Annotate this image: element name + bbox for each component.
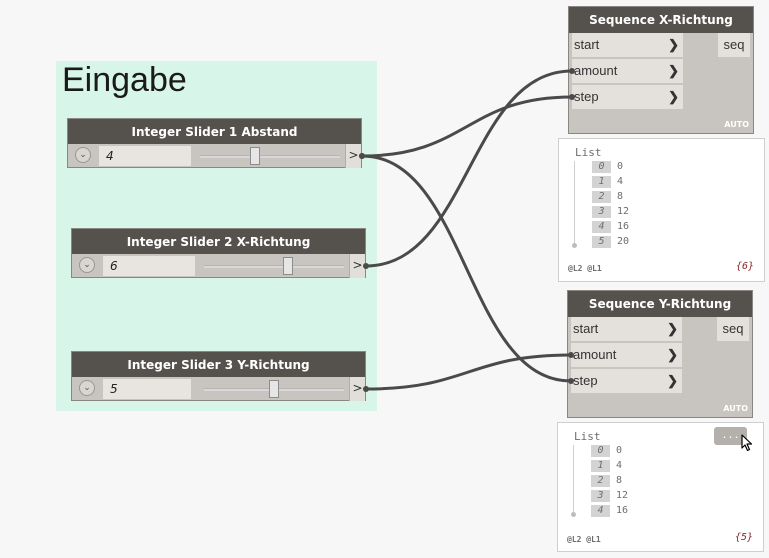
slider-track[interactable] (204, 265, 344, 268)
input-port-amount[interactable]: amount ❯ (571, 343, 682, 367)
tree-line (573, 445, 574, 514)
node-title[interactable]: Integer Slider 1 Abstand (68, 119, 361, 144)
input-port-amount[interactable]: amount ❯ (572, 59, 683, 83)
integer-slider-node-3[interactable]: Integer Slider 3 Y-Richtung ⌄ 5 > (71, 351, 366, 401)
connection-wire[interactable] (361, 154, 572, 383)
list-title: List (574, 430, 601, 443)
expand-chevron-icon[interactable]: ⌄ (79, 380, 95, 396)
slider-value-field[interactable]: 4 (99, 146, 191, 166)
input-port-start[interactable]: start ❯ (571, 317, 682, 341)
slider-value-field[interactable]: 6 (103, 256, 195, 276)
connection-wire[interactable] (365, 353, 572, 391)
node-title[interactable]: Integer Slider 2 X-Richtung (72, 229, 365, 254)
port-label: step (574, 89, 599, 104)
slider-track[interactable] (200, 155, 340, 158)
pin-icon (726, 448, 735, 458)
list-levels: @L2 @L1 (568, 264, 602, 273)
slider-output-port[interactable]: > (345, 144, 361, 168)
port-label: start (573, 321, 599, 336)
expand-chevron-icon[interactable]: ⌄ (75, 147, 91, 163)
slider-thumb[interactable] (249, 147, 260, 165)
port-chevron-icon: ❯ (668, 63, 679, 78)
port-chevron-icon: ❯ (668, 89, 679, 104)
connection-wire[interactable] (365, 69, 573, 268)
input-port-step[interactable]: step ❯ (572, 85, 683, 109)
slider-output-port[interactable]: > (349, 254, 365, 278)
port-chevron-icon: ❯ (667, 347, 678, 362)
sequence-node-x[interactable]: Sequence X-Richtung start ❯ amount ❯ ste… (568, 6, 754, 134)
tree-dot (572, 243, 577, 248)
lacing-label[interactable]: AUTO (723, 404, 748, 413)
slider-output-port[interactable]: > (349, 377, 365, 401)
mouse-pointer-icon (741, 434, 753, 452)
node-title[interactable]: Integer Slider 3 Y-Richtung (72, 352, 365, 377)
port-label: amount (574, 63, 618, 78)
integer-slider-node-2[interactable]: Integer Slider 2 X-Richtung ⌄ 6 > (71, 228, 366, 278)
tree-dot (571, 512, 576, 517)
output-port-seq[interactable]: seq (718, 33, 750, 57)
input-port-start[interactable]: start ❯ (572, 33, 683, 57)
port-label: step (573, 373, 598, 388)
list-count: {6} (735, 261, 754, 272)
port-chevron-icon: ❯ (668, 37, 679, 52)
integer-slider-node-1[interactable]: Integer Slider 1 Abstand ⌄ 4 > (67, 118, 362, 168)
lacing-label[interactable]: AUTO (724, 120, 749, 129)
slider-thumb[interactable] (283, 257, 293, 275)
connection-wire[interactable] (361, 95, 573, 158)
group-title: Eingabe (62, 61, 187, 99)
tree-line (574, 161, 575, 245)
input-port-step[interactable]: step ❯ (571, 369, 682, 393)
port-label: start (574, 37, 600, 52)
slider-value-field[interactable]: 5 (103, 379, 191, 399)
list-count: {5} (734, 532, 753, 543)
output-port-seq[interactable]: seq (717, 317, 749, 341)
pin-button[interactable]: ... (714, 427, 747, 458)
port-chevron-icon: ❯ (667, 321, 678, 336)
list-levels: @L2 @L1 (567, 535, 601, 544)
port-chevron-icon: ❯ (667, 373, 678, 388)
node-title[interactable]: Sequence Y-Richtung (568, 291, 752, 317)
node-title[interactable]: Sequence X-Richtung (569, 7, 753, 33)
expand-chevron-icon[interactable]: ⌄ (79, 257, 95, 273)
slider-thumb[interactable] (269, 380, 279, 398)
sequence-node-y[interactable]: Sequence Y-Richtung start ❯ amount ❯ ste… (567, 290, 753, 418)
list-title: List (575, 146, 602, 159)
port-label: amount (573, 347, 617, 362)
